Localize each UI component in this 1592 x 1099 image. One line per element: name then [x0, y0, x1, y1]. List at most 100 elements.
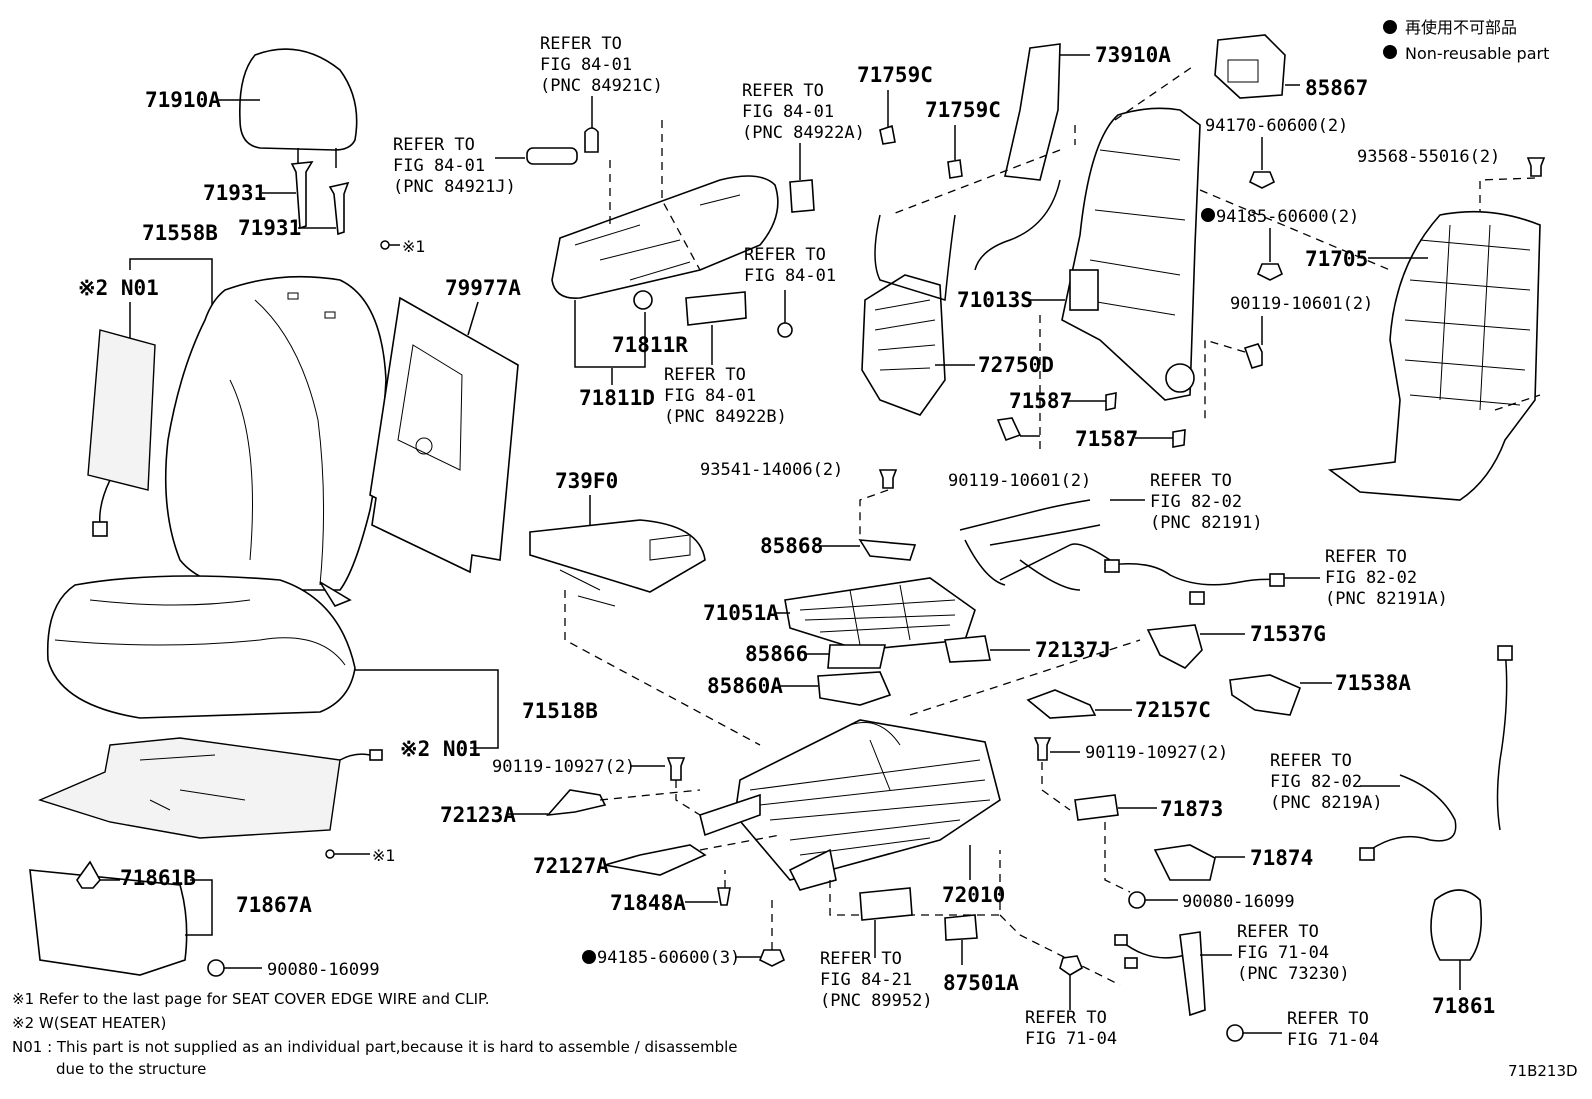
ref-11-line-2: FIG 71-04: [1025, 1029, 1117, 1049]
clip-71759C-left-drawing: [879, 124, 896, 145]
ref-6-line-2: FIG 82-02: [1150, 492, 1242, 512]
clip-71587-upper-drawing: [1105, 392, 1117, 411]
nut-94185-drawing: [758, 949, 786, 967]
cover-72157C-drawing: [1026, 689, 1097, 719]
mark-1-lower: ※1: [372, 846, 396, 865]
knob-71861-drawing: [1430, 889, 1483, 961]
part-71558B: 71558B: [142, 221, 218, 245]
module-87501A-drawing: [944, 914, 978, 941]
footnote-3b: due to the structure: [56, 1060, 206, 1078]
footnote-1: ※1 Refer to the last page for SEAT COVER…: [12, 990, 489, 1008]
module-85867-drawing: [1214, 34, 1286, 99]
ref-5-line-3: (PNC 84922B): [664, 407, 787, 427]
headrest-drawing: [238, 48, 358, 168]
cover-72127A-drawing: [604, 844, 707, 876]
part-739F0: 739F0: [555, 469, 618, 493]
part-90119-10601-left: 90119-10601(2): [948, 471, 1091, 491]
ref-10-line-3: (PNC 73230): [1237, 964, 1350, 984]
bracket-85866-drawing: [827, 644, 886, 669]
legend-en: Non-reusable part: [1405, 44, 1549, 63]
bolt-90119-10601-right-drawing: [1243, 343, 1263, 369]
part-71931-upper: 71931: [203, 181, 266, 205]
knob-84921C-drawing: [584, 127, 599, 153]
ref-9-line-1: REFER TO: [820, 949, 902, 969]
part-90080-16099-right: 90080-16099: [1182, 892, 1295, 912]
footnote-2: ※2 W(SEAT HEATER): [12, 1014, 166, 1032]
module-89952-drawing: [859, 887, 913, 921]
seat-back-frame-drawing: [1061, 107, 1201, 401]
part-71931-lower: 71931: [238, 216, 301, 240]
ref-2-line-2: FIG 84-01: [393, 156, 485, 176]
wire-harness-82191A-drawing: [1109, 563, 1281, 586]
part-93568-55016: 93568-55016(2): [1357, 147, 1500, 167]
bolt-93568-drawing: [1526, 157, 1546, 177]
clip-71759C-right-drawing: [947, 159, 963, 179]
mark-1-upper: ※1: [402, 237, 426, 256]
switch-84921J-drawing: [526, 147, 578, 165]
bolt-93541-drawing: [878, 469, 898, 489]
seat-back-panel-drawing: [1327, 210, 1541, 501]
part-87501A: 87501A: [943, 971, 1019, 995]
bolt-90119-10927-left-drawing: [666, 757, 686, 781]
seat-front-panel-drawing: [29, 869, 188, 976]
part-71861B: 71861B: [120, 866, 196, 890]
ref-6-line-1: REFER TO: [1150, 471, 1232, 491]
clip-71861B-drawing: [76, 860, 101, 889]
part-93541-14006: 93541-14006(2): [700, 460, 843, 480]
ref-7-line-3: (PNC 82191A): [1325, 589, 1448, 609]
non-reusable-dot-icon: [1383, 45, 1397, 59]
ref-2-line-3: (PNC 84921J): [393, 177, 516, 197]
shield-bracket-drawing: [685, 291, 747, 326]
part-85867: 85867: [1305, 76, 1368, 100]
cover-71537G-drawing: [1146, 624, 1203, 669]
ref-12-line-1: REFER TO: [1287, 1009, 1369, 1029]
ref-3-line-3: (PNC 84922A): [742, 123, 865, 143]
ref-1-line-3: (PNC 84921C): [540, 76, 663, 96]
part-71537G: 71537G: [1250, 622, 1326, 646]
bracket-72137J-drawing: [944, 635, 991, 663]
part-71013S: 71013S: [957, 288, 1033, 312]
part-85866: 85866: [745, 642, 808, 666]
ref-7-line-2: FIG 82-02: [1325, 568, 1417, 588]
ref-5-line-1: REFER TO: [664, 365, 746, 385]
part-90080-16099-left: 90080-16099: [267, 960, 380, 980]
part-90119-10927-right: 90119-10927(2): [1085, 743, 1228, 763]
part-71811R: 71811R: [612, 333, 688, 357]
clip-mark-icon: [380, 240, 390, 250]
part-85860A: 85860A: [707, 674, 783, 698]
bracket-71874-drawing: [1153, 844, 1216, 881]
ref-9-line-3: (PNC 89952): [820, 991, 933, 1011]
part-71759C-left: 71759C: [857, 63, 933, 87]
part-72123A: 72123A: [440, 803, 516, 827]
part-71518B: 71518B: [522, 699, 598, 723]
ref-4-line-1: REFER TO: [744, 245, 826, 265]
part-90119-10927-left: 90119-10927(2): [492, 757, 635, 777]
bolt-icon: [207, 959, 225, 977]
track-rail-front-drawing: [788, 848, 837, 891]
buckle-harness-drawing: [1119, 939, 1186, 959]
seat-back-board-drawing: [369, 296, 519, 574]
ref-8-line-2: FIG 82-02: [1270, 772, 1362, 792]
cover-71538A-drawing: [1229, 674, 1302, 716]
part-71759C-right: 71759C: [925, 98, 1001, 122]
bracket-71873-drawing: [1074, 794, 1119, 821]
ref-12-line-2: FIG 71-04: [1287, 1030, 1379, 1050]
part-71051A: 71051A: [703, 601, 779, 625]
clip-71587-lower-drawing: [1172, 429, 1186, 448]
nut-94170-drawing: [1248, 171, 1276, 189]
side-pad-73910A-drawing: [1004, 43, 1061, 181]
non-reusable-dot-icon: [1383, 20, 1397, 34]
cushion-plate-drawing: [529, 519, 706, 593]
wire-harness-82191-drawing: [959, 499, 1111, 581]
part-73910A: 73910A: [1095, 43, 1171, 67]
ref-3-line-2: FIG 84-01: [742, 102, 834, 122]
part-72137J: 72137J: [1035, 638, 1111, 662]
footnote-3a: N01 : This part is not supplied as an in…: [12, 1038, 738, 1056]
ref-7-line-1: REFER TO: [1325, 547, 1407, 567]
part-71538A: 71538A: [1335, 671, 1411, 695]
part-79977A: 79977A: [445, 276, 521, 300]
part-85868: 85868: [760, 534, 823, 558]
part-71848A: 71848A: [610, 891, 686, 915]
pressure-sensor-drawing: [817, 671, 892, 706]
